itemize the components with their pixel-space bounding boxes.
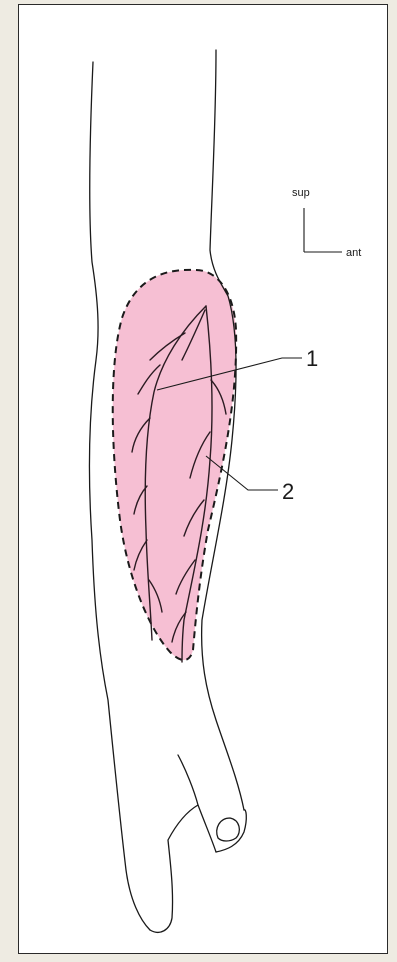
label-1: 1	[306, 346, 318, 371]
thumb-outline	[216, 810, 246, 852]
finger-outline	[150, 805, 216, 932]
thumbnail-outline	[217, 818, 240, 841]
anterior-label: ant	[346, 247, 361, 259]
superior-label: sup	[292, 187, 310, 199]
thumb-crease	[178, 755, 198, 805]
label-2: 2	[282, 479, 294, 504]
